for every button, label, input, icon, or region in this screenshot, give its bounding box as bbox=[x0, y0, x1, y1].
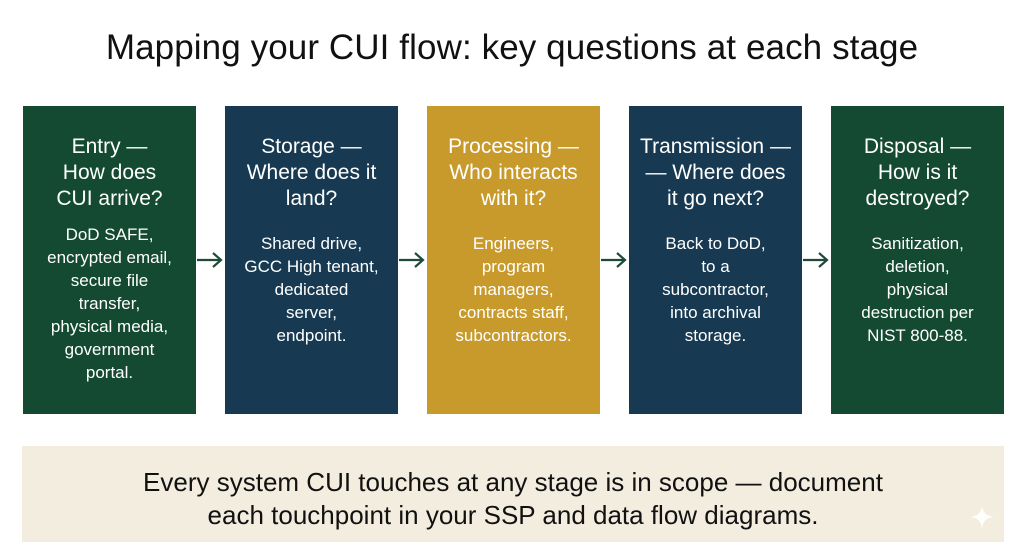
page-title: Mapping your CUI flow: key questions at … bbox=[105, 28, 919, 67]
arrow-right-icon bbox=[803, 252, 829, 268]
stage-entry-body-line: DoD SAFE, bbox=[65, 225, 154, 244]
stage-entry-body-line: encrypted email, bbox=[47, 248, 172, 267]
stage-storage-title-line: Storage — bbox=[261, 135, 362, 158]
stage-disposal-title: Disposal — How is it destroyed? bbox=[839, 134, 996, 212]
arrow-right-icon bbox=[399, 252, 425, 268]
stage-storage-body-line: endpoint. bbox=[276, 326, 347, 345]
stage-processing-body-line: contracts staff, bbox=[458, 303, 569, 322]
stage-entry-body-line: physical media, bbox=[50, 317, 169, 336]
scope-callout-line: each touchpoint in your SSP and data flo… bbox=[207, 500, 819, 530]
stage-entry-title: Entry — How does CUI arrive? bbox=[31, 134, 188, 212]
stage-processing-body-line: subcontractors. bbox=[455, 326, 572, 345]
stage-transmission-title-line: it go next? bbox=[667, 187, 764, 210]
stage-processing-body: Engineers, program managers, contracts s… bbox=[435, 232, 592, 347]
stage-processing-body-line: Engineers, bbox=[472, 234, 555, 253]
stage-disposal-title-line: How is it bbox=[877, 161, 958, 184]
stage-entry-body-line: government bbox=[64, 340, 155, 359]
stage-storage-title-line: land? bbox=[285, 187, 338, 210]
scope-callout: Every system CUI touches at any stage is… bbox=[22, 446, 1004, 542]
stage-transmission-body-line: subcontractor, bbox=[662, 280, 769, 299]
stage-processing-body-line: managers, bbox=[473, 280, 554, 299]
stage-disposal-body-line: Sanitization, bbox=[871, 234, 964, 253]
arrow-right-icon bbox=[197, 252, 223, 268]
stage-disposal-body-line: deletion, bbox=[885, 257, 950, 276]
stage-entry-title-line: How does bbox=[62, 161, 157, 184]
stage-transmission-body-line: into archival bbox=[670, 303, 761, 322]
stage-entry: Entry — How does CUI arrive? DoD SAFE, e… bbox=[23, 106, 196, 414]
stage-transmission-body-line: to a bbox=[701, 257, 730, 276]
stage-transmission-body-line: storage. bbox=[684, 326, 747, 345]
stage-disposal-title-line: destroyed? bbox=[865, 187, 970, 210]
stage-transmission-body-line: Back to DoD, bbox=[665, 234, 766, 253]
sparkle-icon bbox=[970, 505, 994, 529]
stage-disposal-body-line: destruction per bbox=[861, 303, 974, 322]
stage-disposal: Disposal — How is it destroyed? Sanitiza… bbox=[831, 106, 1004, 414]
scope-callout-line: Every system CUI touches at any stage is… bbox=[143, 467, 883, 497]
stage-transmission-title-line: — Where does bbox=[645, 161, 786, 184]
stage-storage-title: Storage — Where does it land? bbox=[233, 134, 390, 212]
stage-entry-body-line: secure file bbox=[70, 271, 149, 290]
stage-transmission-body: Back to DoD, to a subcontractor, into ar… bbox=[637, 232, 794, 347]
stage-processing-title-line: Processing — bbox=[448, 135, 579, 158]
stage-entry-body-line: portal. bbox=[85, 363, 134, 382]
stage-storage-body: Shared drive, GCC High tenant, dedicated… bbox=[233, 232, 390, 347]
stage-storage-body-line: server, bbox=[285, 303, 338, 322]
stage-entry-body-line: transfer, bbox=[78, 294, 141, 313]
stage-storage: Storage — Where does it land? Shared dri… bbox=[225, 106, 398, 414]
stage-disposal-body-line: NIST 800-88. bbox=[867, 326, 968, 345]
stage-storage-body-line: Shared drive, bbox=[260, 234, 363, 253]
stage-storage-body-line: GCC High tenant, bbox=[244, 257, 379, 276]
stage-processing-title-line: Who interacts bbox=[449, 161, 578, 184]
stage-transmission-title-line: Transmission — bbox=[640, 135, 791, 158]
stage-processing-title-line: with it? bbox=[480, 187, 547, 210]
stage-processing-body-line: program bbox=[481, 257, 546, 276]
stage-storage-title-line: Where does it bbox=[246, 161, 377, 184]
stage-disposal-title-line: Disposal — bbox=[863, 135, 972, 158]
stage-disposal-body-line: physical bbox=[886, 280, 949, 299]
arrow-right-icon bbox=[601, 252, 627, 268]
stage-entry-title-line: CUI arrive? bbox=[56, 187, 163, 210]
stage-transmission: Transmission — — Where does it go next? … bbox=[629, 106, 802, 414]
stage-processing: Processing — Who interacts with it? Engi… bbox=[427, 106, 600, 414]
stage-storage-body-line: dedicated bbox=[274, 280, 349, 299]
stage-disposal-body: Sanitization, deletion, physical destruc… bbox=[839, 232, 996, 347]
stage-transmission-title: Transmission — — Where does it go next? bbox=[637, 134, 794, 212]
stage-entry-title-line: Entry — bbox=[71, 135, 148, 158]
stage-entry-body: DoD SAFE, encrypted email, secure file t… bbox=[31, 223, 188, 384]
stage-processing-title: Processing — Who interacts with it? bbox=[435, 134, 592, 212]
